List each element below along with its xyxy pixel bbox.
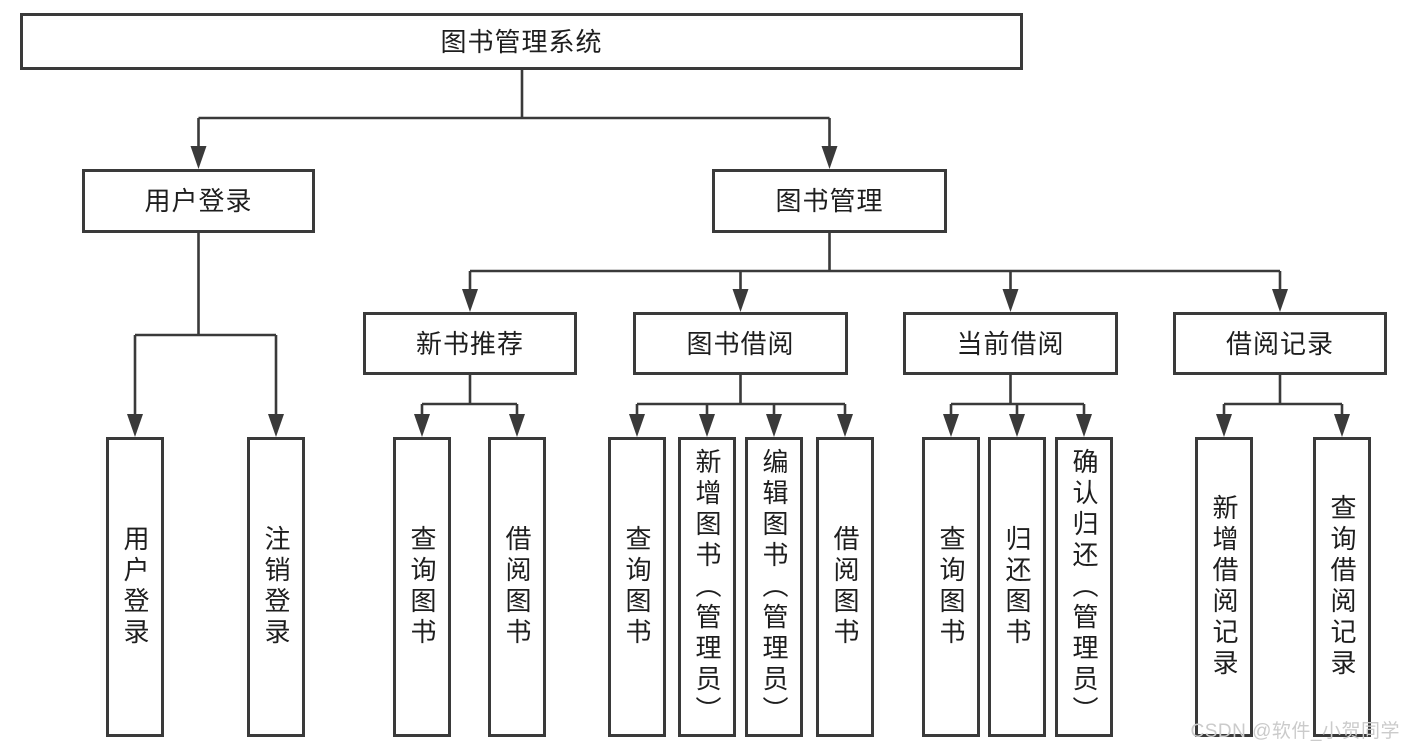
- arrowhead: [1009, 414, 1025, 437]
- arrowhead: [766, 414, 782, 437]
- connector-borrow-to-leaves: [629, 375, 853, 437]
- arrowhead: [1002, 289, 1019, 312]
- arrowhead: [732, 289, 749, 312]
- leaf-borrow-add-book-admin: 新增图书（管理员）: [678, 437, 736, 737]
- arrowhead: [821, 146, 838, 169]
- arrowhead: [509, 414, 525, 437]
- leaf-borrow-edit-book-admin: 编辑图书（管理员）: [745, 437, 803, 737]
- connector-manage-to-level3: [462, 233, 1288, 312]
- leaf-borrow-borrow-books: 借阅图书: [816, 437, 874, 737]
- arrowhead: [943, 414, 959, 437]
- arrowhead: [1076, 414, 1092, 437]
- arrowhead: [127, 414, 143, 437]
- arrowhead: [1272, 289, 1288, 312]
- leaf-record-query-borrow-record: 查询借阅记录: [1313, 437, 1371, 737]
- leaf-current-query-books: 查询图书: [922, 437, 980, 737]
- arrowhead: [1216, 414, 1232, 437]
- arrowhead: [462, 289, 478, 312]
- leaf-recommend-query-books: 查询图书: [393, 437, 451, 737]
- leaf-logout: 注销登录: [247, 437, 305, 737]
- arrowhead: [268, 414, 284, 437]
- node-borrow-records: 借阅记录: [1173, 312, 1387, 375]
- node-current-borrow: 当前借阅: [903, 312, 1118, 375]
- arrowhead: [1334, 414, 1350, 437]
- arrowhead: [190, 146, 207, 169]
- connector-root-to-level2: [190, 70, 838, 169]
- connector-login-to-leaves: [127, 233, 284, 437]
- node-book-management: 图书管理: [712, 169, 947, 233]
- arrowhead: [629, 414, 645, 437]
- leaf-current-confirm-return-admin: 确认归还（管理员）: [1055, 437, 1113, 737]
- arrowhead: [837, 414, 853, 437]
- connector-recommend-to-leaves: [414, 375, 525, 437]
- leaf-recommend-borrow-books: 借阅图书: [488, 437, 546, 737]
- node-new-book-recommend: 新书推荐: [363, 312, 577, 375]
- connector-record-to-leaves: [1216, 375, 1350, 437]
- leaf-user-login: 用户登录: [106, 437, 164, 737]
- leaf-record-add-borrow-record: 新增借阅记录: [1195, 437, 1253, 737]
- leaf-current-return-books: 归还图书: [988, 437, 1046, 737]
- arrowhead: [414, 414, 430, 437]
- csdn-watermark: CSDN @软件_小贺同学: [1190, 721, 1400, 742]
- leaf-borrow-query-books: 查询图书: [608, 437, 666, 737]
- node-root-system: 图书管理系统: [20, 13, 1023, 70]
- arrowhead: [699, 414, 715, 437]
- node-book-borrow: 图书借阅: [633, 312, 848, 375]
- node-user-login: 用户登录: [82, 169, 315, 233]
- connector-current-to-leaves: [943, 375, 1092, 437]
